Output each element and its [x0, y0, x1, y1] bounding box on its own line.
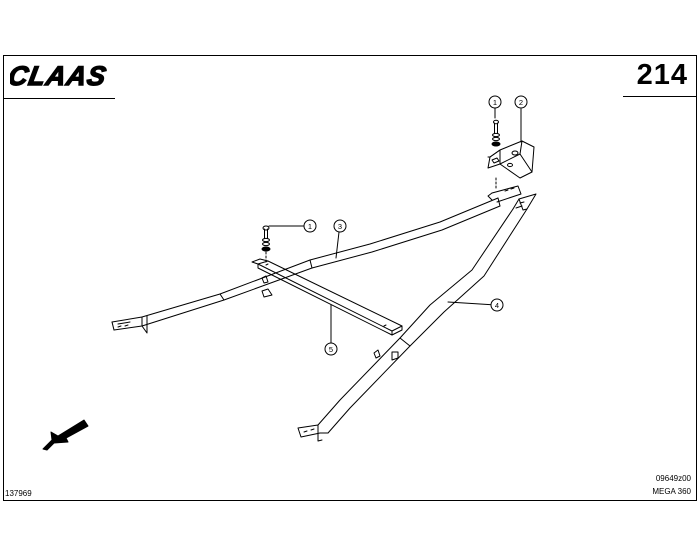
callout-2: 2: [514, 95, 528, 109]
svg-text:1: 1: [493, 98, 497, 107]
callout-1-cross-member: 1: [303, 219, 317, 233]
direction-arrow-icon: [42, 419, 89, 451]
bolt-assembly-left: [261, 225, 271, 263]
leader-lines: [268, 107, 522, 344]
callout-4: 4: [490, 298, 504, 312]
page-frame: [3, 55, 697, 501]
cross-member-5: [251, 258, 403, 336]
logo-underline: [3, 98, 115, 99]
callout-1-bracket: 1: [488, 95, 502, 109]
callout-5: 5: [324, 342, 338, 356]
svg-text:4: 4: [495, 301, 499, 310]
document-reference: 137969: [5, 489, 32, 498]
claas-logo: CLAAS: [10, 62, 110, 90]
frame-rail-3: [111, 185, 522, 334]
mounting-bracket-2: [487, 119, 535, 189]
page-number-underline: [623, 96, 697, 97]
frame-rail-4: [297, 193, 537, 442]
page-number: 214: [636, 59, 688, 91]
model-name: MEGA 360: [652, 487, 691, 496]
svg-text:1: 1: [308, 222, 312, 231]
svg-text:3: 3: [338, 222, 342, 231]
logo-text: CLAAS: [10, 62, 109, 90]
svg-text:5: 5: [329, 345, 333, 354]
svg-text:2: 2: [519, 98, 523, 107]
drawing-code: 09649z00: [655, 474, 691, 483]
callout-3: 3: [333, 219, 347, 233]
